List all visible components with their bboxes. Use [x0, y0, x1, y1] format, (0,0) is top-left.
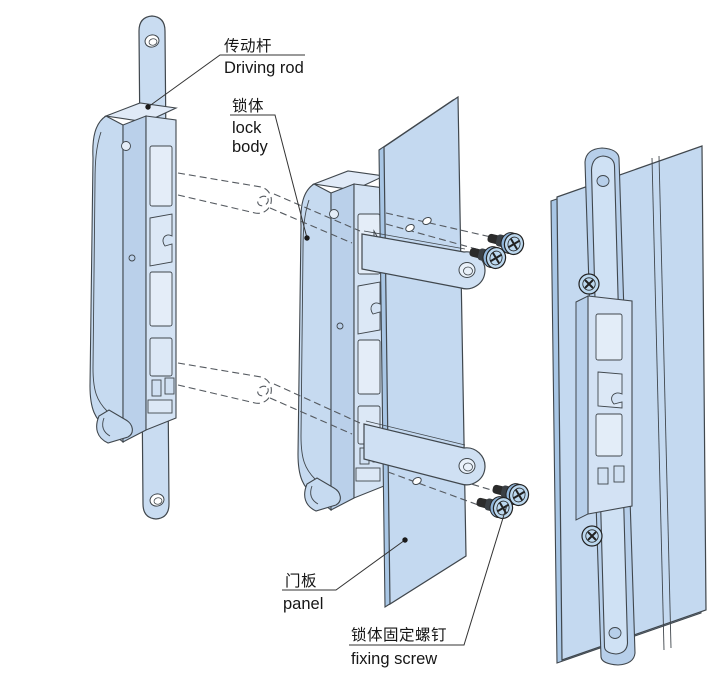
label-fixing-screw-zh: 锁体固定螺钉	[351, 626, 447, 644]
leader-lock-body	[230, 114, 308, 239]
leader-panel	[282, 539, 406, 591]
label-driving-rod-en: Driving rod	[224, 59, 304, 77]
door-panel	[378, 95, 467, 608]
assembled-lock-mechanism	[575, 295, 633, 521]
rod-bottom-hole	[149, 493, 165, 507]
label-panel-en: panel	[283, 595, 323, 613]
label-lock-body-en2: body	[232, 138, 269, 156]
rod-top-hole	[144, 34, 160, 48]
label-lock-body-zh: 锁体	[232, 97, 264, 115]
assembled-screw-lower	[581, 525, 603, 547]
label-lock-body-en1: lock	[232, 119, 262, 137]
ghost-arm-upper	[177, 172, 272, 214]
label-panel-zh: 门板	[285, 572, 317, 590]
leader-fixing-screw	[349, 504, 508, 646]
alignment-dashes	[269, 193, 509, 511]
assembled-screw-upper	[578, 273, 600, 295]
leader-driving-rod	[147, 54, 305, 108]
label-fixing-screw-en: fixing screw	[351, 650, 437, 668]
label-driving-rod-zh: 传动杆	[224, 37, 272, 55]
lock-body-left	[89, 102, 177, 444]
assembled-unit	[550, 145, 707, 666]
leader-lines	[147, 54, 508, 646]
ghost-arm-lower	[177, 362, 272, 404]
bracket-arm-lower	[363, 420, 486, 486]
leader-dots	[145, 104, 408, 543]
